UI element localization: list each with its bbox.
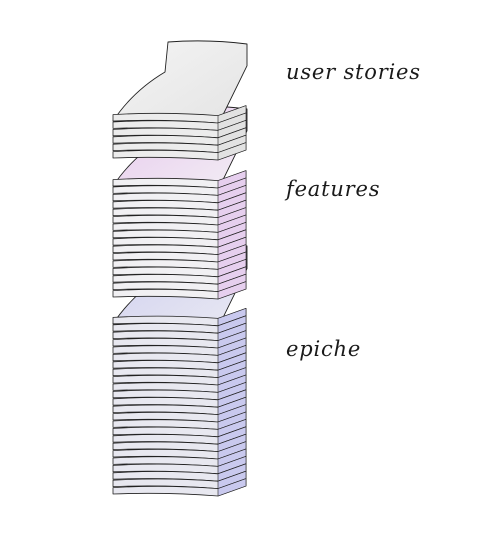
stories-top-sheet xyxy=(112,40,248,126)
stories-sheet-side xyxy=(217,142,247,161)
epics-sheet-side xyxy=(217,478,247,497)
user-stories-label: user stories xyxy=(286,60,421,84)
features-label: features xyxy=(286,177,381,201)
features-sheet-side xyxy=(217,281,247,300)
epics-label: epiche xyxy=(286,337,362,361)
user-stories-stack xyxy=(112,40,248,161)
epics-stack xyxy=(112,242,248,497)
features-stack xyxy=(112,105,248,300)
